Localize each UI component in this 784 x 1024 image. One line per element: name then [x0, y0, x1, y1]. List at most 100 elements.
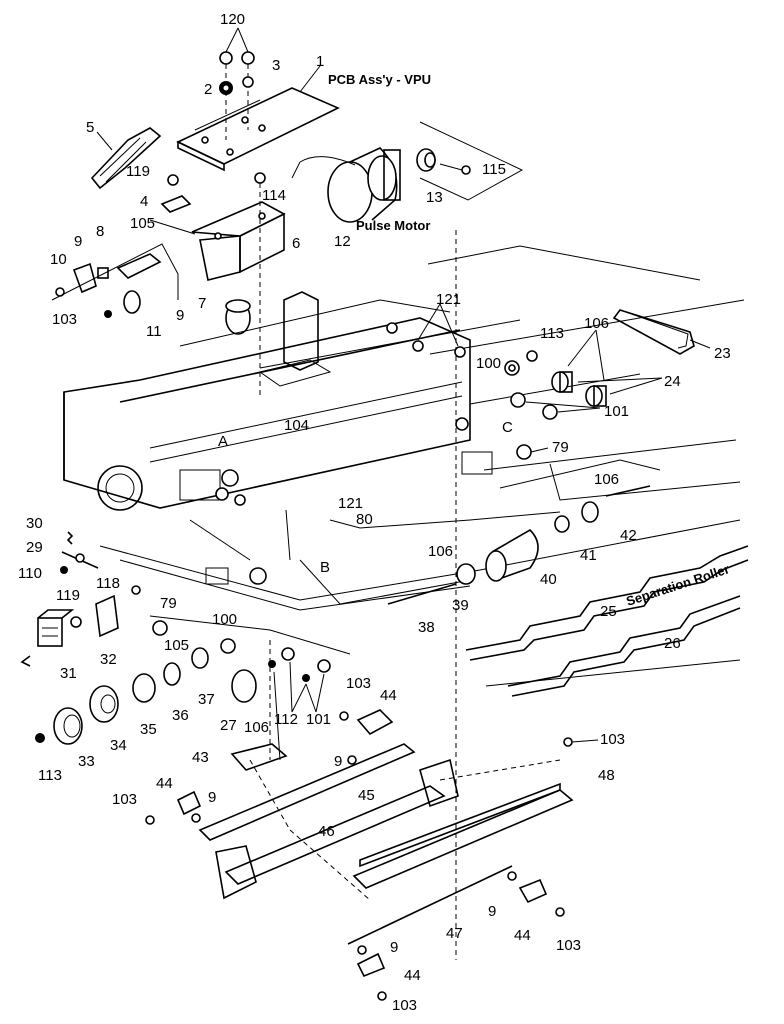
label-103: 103: [346, 675, 371, 692]
label-9: 9: [488, 903, 496, 920]
label-C: C: [502, 419, 513, 436]
roller-26: [507, 595, 741, 697]
label-43: 43: [192, 749, 209, 766]
label-106: 106: [594, 471, 619, 488]
label-118: 118: [96, 575, 120, 592]
label-103: 103: [52, 311, 77, 328]
label-42: 42: [620, 527, 637, 544]
label-44: 44: [514, 927, 531, 944]
label-B: B: [320, 559, 330, 576]
caption-pulse-motor: Pulse Motor: [356, 218, 430, 233]
spring-30: [66, 531, 74, 545]
label-46: 46: [318, 823, 335, 840]
screw-103-low: [145, 711, 573, 1001]
label-24: 24: [664, 373, 681, 390]
label-34: 34: [110, 737, 127, 754]
wire-47: [347, 865, 513, 945]
solenoid-31: [20, 609, 75, 667]
part-number-labels: 120 1 2 3 5 119 4 114 12 13 115 105 6 10…: [18, 11, 731, 1014]
label-103: 103: [600, 731, 625, 748]
label-9: 9: [176, 307, 184, 324]
label-113: 113: [38, 767, 62, 784]
gear-33: [53, 707, 83, 745]
label-44: 44: [156, 775, 173, 792]
label-101: 101: [306, 711, 331, 728]
lever-8: [116, 253, 162, 279]
label-79: 79: [160, 595, 177, 612]
label-2: 2: [204, 81, 212, 98]
label-12: 12: [334, 233, 351, 250]
label-80: 80: [356, 511, 373, 528]
label-37: 37: [198, 691, 215, 708]
label-44: 44: [380, 687, 397, 704]
bushing-101-b: [302, 659, 331, 682]
frame-6: [191, 201, 286, 281]
label-5: 5: [86, 119, 94, 136]
bushing-112: [281, 647, 295, 661]
label-120: 120: [220, 11, 245, 28]
label-112: 112: [274, 711, 298, 728]
washer-3: [242, 76, 254, 88]
label-47: 47: [446, 925, 463, 942]
spring-9-low: [191, 755, 517, 955]
label-23: 23: [714, 345, 731, 362]
bushing-100: [504, 360, 520, 376]
label-9: 9: [208, 789, 216, 806]
label-30: 30: [26, 515, 43, 532]
label-100: 100: [212, 611, 237, 628]
bushing-101: [510, 392, 558, 420]
caption-pcb: PCB Ass'y - VPU: [328, 72, 431, 87]
pulse-motor: [291, 147, 401, 223]
gear-39: [456, 563, 476, 585]
clip-10: [72, 262, 97, 294]
main-chassis: [63, 291, 493, 585]
rail-48: [352, 782, 574, 889]
label-7: 7: [198, 295, 206, 312]
label-3: 3: [272, 57, 280, 74]
label-103: 103: [556, 937, 581, 954]
gear-27: [231, 669, 257, 703]
label-A: A: [218, 433, 228, 450]
label-119: 119: [126, 163, 150, 180]
gear-37: [191, 647, 209, 669]
bushing-79-b: [152, 620, 168, 636]
label-79: 79: [552, 439, 569, 456]
screw-115: [439, 163, 471, 175]
label-110: 110: [18, 565, 42, 582]
label-4: 4: [140, 193, 148, 210]
label-9: 9: [74, 233, 82, 250]
clip-44: [176, 709, 548, 978]
label-48: 48: [598, 767, 615, 784]
shaft-42: [581, 485, 651, 523]
bracket-4: [160, 195, 192, 213]
screw-119: [167, 174, 179, 186]
bushing-79: [516, 444, 549, 460]
caption-separation-roller: Separation Roller: [624, 561, 731, 609]
label-113: 113: [540, 325, 564, 342]
label-40: 40: [540, 571, 557, 588]
label-33: 33: [78, 753, 95, 770]
screw-110: [60, 566, 68, 574]
screw-118: [131, 585, 141, 595]
rail-46: [215, 758, 459, 900]
label-103: 103: [112, 791, 137, 808]
label-101: 101: [604, 403, 629, 420]
label-31: 31: [60, 665, 77, 682]
label-119: 119: [56, 587, 80, 604]
label-41: 41: [580, 547, 597, 564]
rail-45: [198, 743, 416, 841]
label-105: 105: [130, 215, 155, 232]
screw-119-b: [70, 616, 82, 628]
spring-9: [97, 267, 109, 279]
roller-7: [225, 299, 251, 335]
label-9: 9: [334, 753, 342, 770]
label-44: 44: [404, 967, 421, 984]
gear-34: [89, 685, 119, 723]
plate-43: [230, 743, 288, 771]
separation-roller-25: [465, 545, 749, 661]
label-105: 105: [164, 637, 189, 654]
gear-13: [416, 148, 436, 172]
label-106: 106: [428, 543, 453, 560]
label-27: 27: [220, 717, 237, 734]
